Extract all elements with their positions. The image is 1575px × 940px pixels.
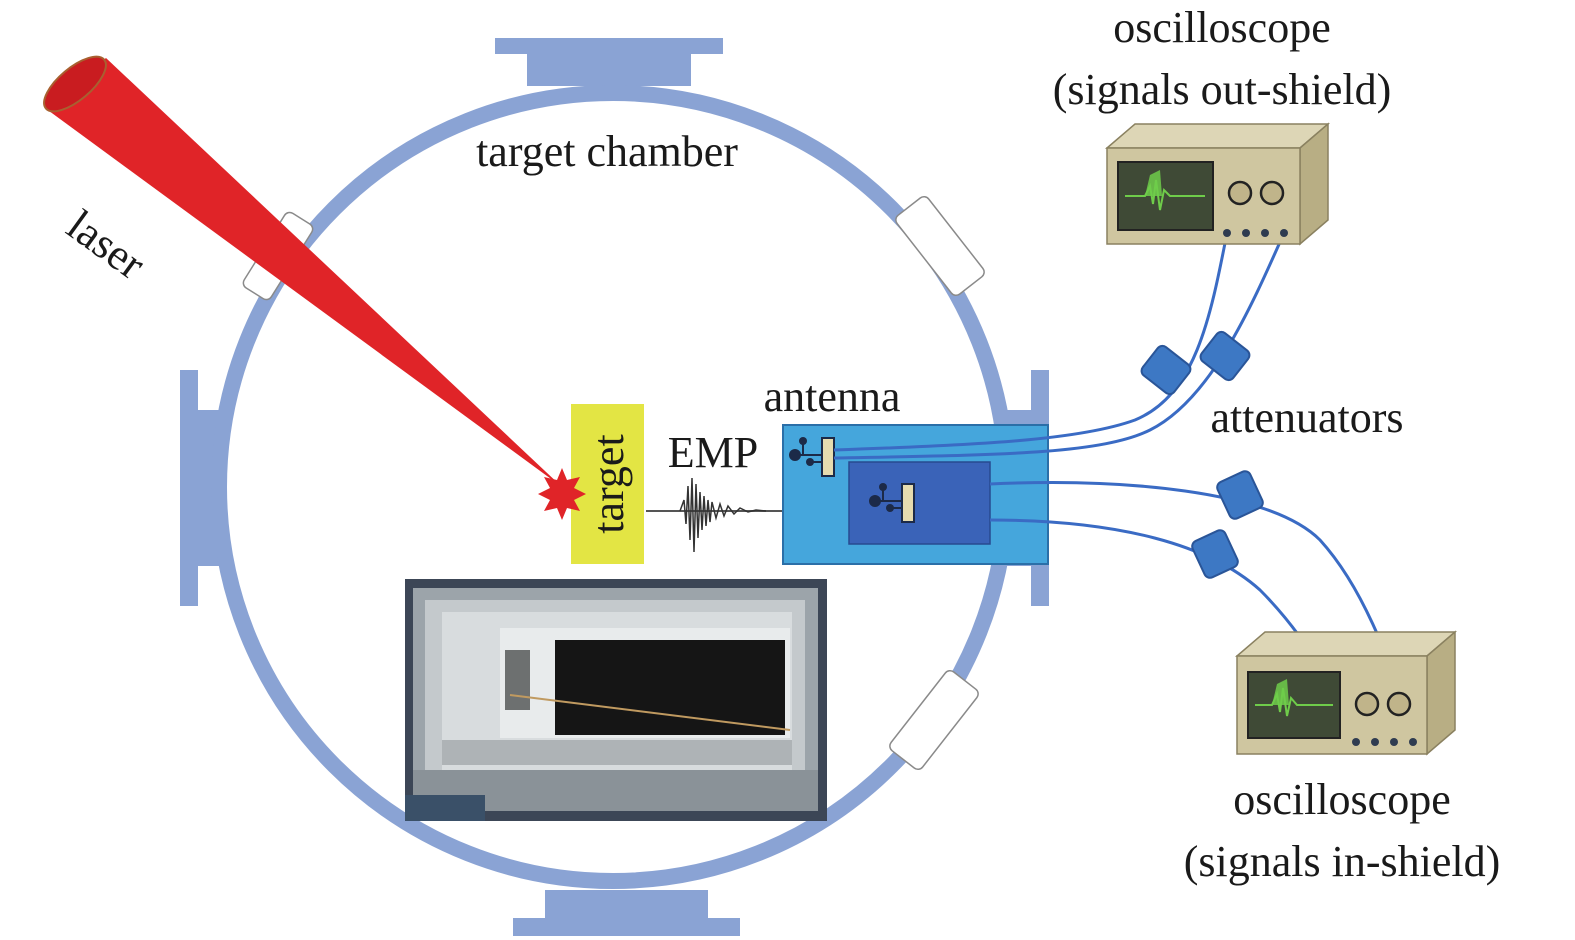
attenuators-label: attenuators <box>1210 393 1403 442</box>
oscilloscope-bottom-subtitle: (signals in-shield) <box>1184 837 1501 886</box>
attenuator-icon <box>1199 330 1251 382</box>
oscilloscope-bottom-title: oscilloscope <box>1233 775 1451 824</box>
oscilloscope-icon <box>1104 122 1331 246</box>
chamber-window <box>889 669 979 771</box>
target-label: target <box>584 434 633 533</box>
target-chamber-label: target chamber <box>476 127 738 176</box>
top-flange-neck <box>527 54 691 86</box>
attenuator-icon <box>1140 344 1192 396</box>
laser-label: laser <box>58 200 154 289</box>
antenna-element-icon <box>789 437 835 477</box>
top-flange <box>495 38 723 54</box>
oscilloscope-top-title: oscilloscope <box>1113 3 1331 52</box>
signal-cables <box>833 232 1418 739</box>
chamber-window <box>895 195 985 297</box>
antenna-element-icon <box>869 483 915 523</box>
target-block <box>571 404 644 564</box>
antenna-photo <box>405 579 827 821</box>
attenuator-icon <box>1191 529 1239 579</box>
cable <box>833 232 1286 460</box>
starburst-icon <box>538 468 586 520</box>
cable <box>833 232 1229 452</box>
left-flange <box>180 370 198 606</box>
oscilloscope-icon <box>1234 630 1458 756</box>
laser-beam-icon <box>43 55 562 487</box>
attenuator-icon <box>1216 470 1264 520</box>
bottom-flange <box>513 918 740 936</box>
emp-label: EMP <box>668 428 758 477</box>
waveform-icon <box>646 477 783 553</box>
antenna-label: antenna <box>764 372 901 421</box>
oscilloscope-top-subtitle: (signals out-shield) <box>1053 65 1392 114</box>
bottom-flange-neck <box>545 890 708 920</box>
